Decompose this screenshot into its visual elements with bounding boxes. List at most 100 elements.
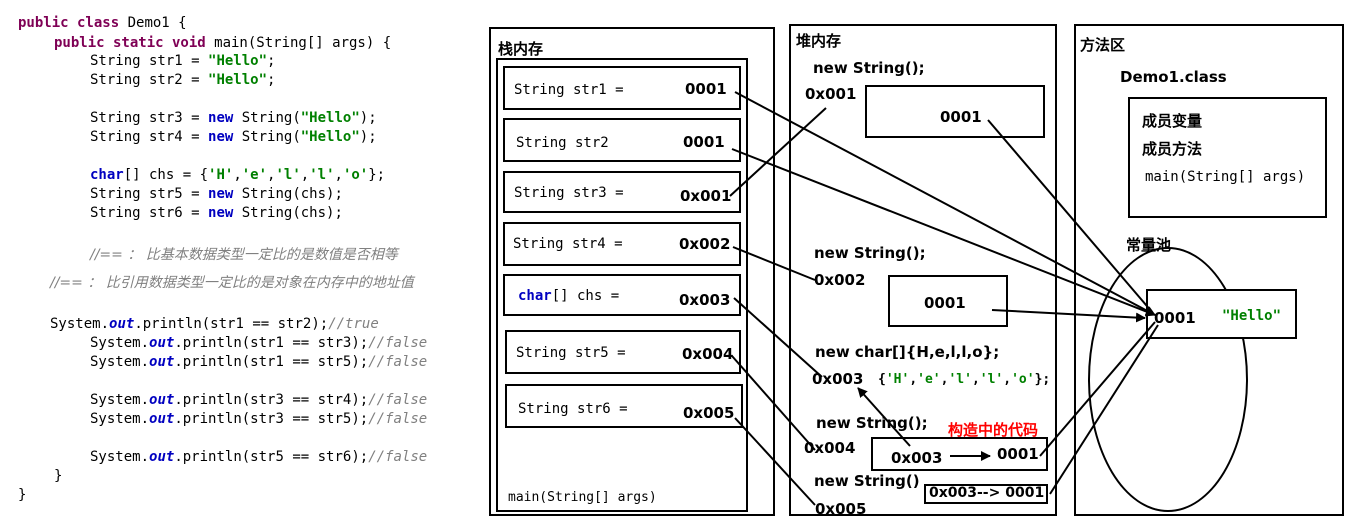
main-method-signature: main(String[] args) xyxy=(1145,169,1306,185)
code-comment: //false xyxy=(368,392,428,408)
member-methods-label: 成员方法 xyxy=(1142,140,1203,158)
code-line-str5: String str5 = new String(chs); xyxy=(90,185,343,203)
code-comment: //false xyxy=(368,411,428,427)
heap-array-char: 'l' xyxy=(979,372,1004,387)
code-text: System. xyxy=(90,449,150,465)
code-field: out xyxy=(149,411,175,427)
stack-cell-label: String str1 = xyxy=(514,82,624,98)
main-frame xyxy=(496,58,748,512)
heap-obj4-label: new String() xyxy=(814,472,920,490)
code-text: String( xyxy=(233,129,301,145)
code-text: main(String[] args) { xyxy=(205,35,392,51)
code-line-print3: System.out.println(str1 == str5);//false xyxy=(90,353,427,371)
heap-title: 堆内存 xyxy=(796,32,842,50)
code-field: out xyxy=(149,354,175,370)
constant-pool-ellipse xyxy=(1088,247,1248,512)
stack-cell-label: String str6 = xyxy=(518,401,628,417)
code-char: 'l' xyxy=(309,167,335,183)
stack-cell-label: String str3 = xyxy=(514,185,624,201)
heap-obj4-box xyxy=(924,484,1048,504)
heap-array-char: 'l' xyxy=(948,372,972,387)
heap-obj3-value: 0001 xyxy=(997,445,1039,463)
stack-cell-str1 xyxy=(503,66,741,110)
stack-cell-value: 0x005 xyxy=(683,404,735,422)
arrow-str3-to-obj1 xyxy=(729,107,827,197)
code-text: [] chs = { xyxy=(123,167,209,183)
heap-array-char: 'e' xyxy=(917,372,941,387)
heap-obj1-box xyxy=(865,85,1045,138)
stack-cell-label: String str2 xyxy=(516,135,609,151)
stack-cell-label: String str5 = xyxy=(516,345,626,361)
stack-cell-str6 xyxy=(505,384,743,428)
code-keyword: new xyxy=(208,110,234,126)
code-comment: //false xyxy=(368,335,428,351)
code-panel: public class Demo1 { public static void … xyxy=(0,0,470,527)
heap-obj1-address: 0x001 xyxy=(805,85,857,103)
method-area-title: 方法区 xyxy=(1080,36,1126,54)
code-text: , xyxy=(267,167,276,183)
code-line-str2: String str2 = "Hello"; xyxy=(90,71,275,89)
heap-array-text: , xyxy=(1003,372,1012,387)
code-field: out xyxy=(149,449,175,465)
arrow-str6-to-obj4 xyxy=(734,417,816,506)
code-text: System. xyxy=(50,316,110,332)
code-close-method: } xyxy=(54,468,63,484)
code-text: ); xyxy=(359,110,377,126)
code-text: String str6 = xyxy=(90,205,209,221)
code-line-print4: System.out.println(str3 == str4);//false xyxy=(90,391,427,409)
code-comment-reference: //== ： 比引用数据类型一定比的是对象在内存中的地址值 xyxy=(50,275,414,291)
code-line-print5: System.out.println(str3 == str5);//false xyxy=(90,410,427,428)
stack-cell-value: 0x001 xyxy=(680,187,732,205)
code-close-class: } xyxy=(18,487,27,503)
heap-array-text: , xyxy=(971,372,980,387)
heap-obj1-value: 0001 xyxy=(940,108,982,126)
heap-obj2-address: 0x002 xyxy=(814,271,866,289)
code-text: System. xyxy=(90,354,150,370)
arrow-obj2-to-pool xyxy=(991,309,1146,323)
code-string: "Hello" xyxy=(300,110,360,126)
code-string: "Hello" xyxy=(208,53,268,69)
heap-array-char: 'H' xyxy=(885,372,910,387)
arrow-str1-to-pool xyxy=(734,91,1156,316)
heap-obj2-label: new String(); xyxy=(814,244,926,262)
code-char: 'l' xyxy=(275,167,301,183)
code-text: String( xyxy=(233,110,301,126)
class-info-box xyxy=(1128,97,1327,218)
arrow-str2-to-pool xyxy=(731,148,1156,317)
code-line-chs: char[] chs = {'H','e','l','l','o'}; xyxy=(90,166,385,184)
code-line-main: public static void main(String[] args) { xyxy=(54,34,391,52)
code-line-print1: System.out.println(str1 == str2);//true xyxy=(50,315,379,333)
code-text: , xyxy=(300,167,310,183)
constant-pool-value: "Hello" xyxy=(1222,308,1282,324)
heap-array-text: , xyxy=(940,372,949,387)
code-text: ); xyxy=(359,129,377,145)
code-string: "Hello" xyxy=(208,72,268,88)
stack-title: 栈内存 xyxy=(498,40,544,58)
code-line-str3: String str3 = new String("Hello"); xyxy=(90,109,377,127)
stack-cell-label-text: [] chs = xyxy=(551,288,620,304)
code-text: ; xyxy=(267,72,276,88)
heap-obj3-source: 0x003 xyxy=(891,449,943,467)
code-comment: //false xyxy=(368,449,428,465)
arrow-chs-to-array xyxy=(733,297,823,378)
stack-cell-str4 xyxy=(503,222,741,266)
code-text: String str1 = xyxy=(90,53,209,69)
constant-pool-entry xyxy=(1146,289,1297,339)
code-char: 'o' xyxy=(342,167,369,183)
stack-cell-str5 xyxy=(505,330,741,374)
code-text: .println(str5 == str6); xyxy=(174,449,369,465)
heap-obj2-box xyxy=(888,275,1008,327)
heap-obj3-label: new String(); xyxy=(816,414,928,432)
heap-array-text: { xyxy=(878,372,886,387)
code-line-str4: String str4 = new String("Hello"); xyxy=(90,128,377,146)
code-text: ; xyxy=(267,53,276,69)
code-text: String str5 = xyxy=(90,186,209,202)
stack-cell-str2 xyxy=(503,118,741,162)
code-text: String str4 = xyxy=(90,129,209,145)
code-text: String str2 = xyxy=(90,72,209,88)
code-text: String(chs); xyxy=(233,186,343,202)
method-area-panel xyxy=(1074,24,1344,516)
heap-obj2-value: 0001 xyxy=(924,294,966,312)
stack-cell-label: char[] chs = xyxy=(518,288,619,304)
code-keyword: new xyxy=(208,129,234,145)
